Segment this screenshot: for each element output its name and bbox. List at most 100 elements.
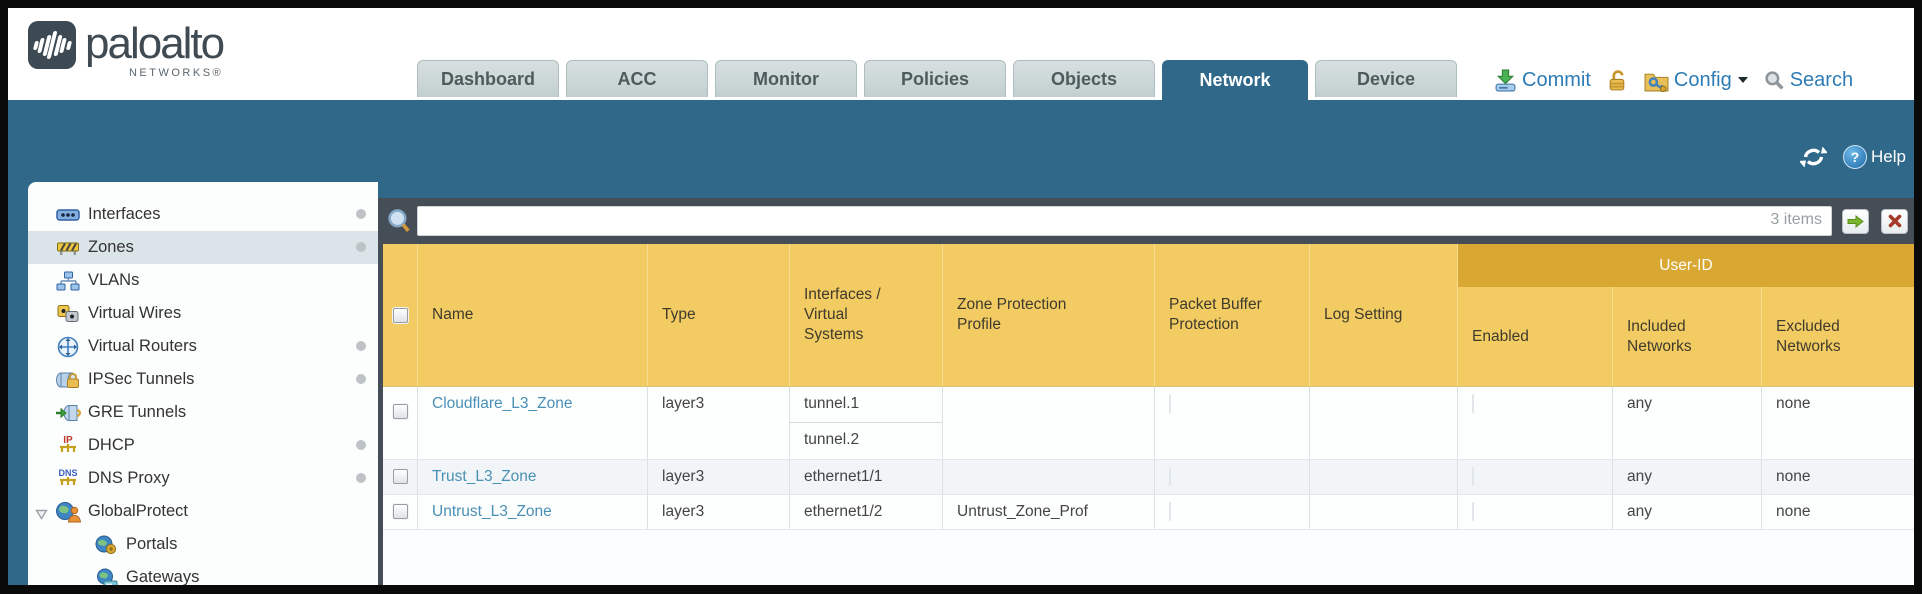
user-id-group-header: User-ID (1458, 244, 1914, 287)
column-header-packet-buffer-protection[interactable]: Packet Buffer Protection (1155, 244, 1310, 386)
paloalto-logo-text: paloalto NETWORKS® (85, 21, 225, 80)
table-row: Trust_L3_Zone layer3 ethernet1/1 any non… (383, 460, 1914, 495)
excluded-networks-cell: none (1776, 395, 1811, 412)
sidebar-item-portals[interactable]: Portals (28, 528, 378, 561)
select-all-checkbox[interactable] (392, 307, 408, 323)
tab-dashboard[interactable]: Dashboard (417, 60, 559, 97)
config-button[interactable]: Config (1673, 68, 1732, 91)
sidebar-item-label: Zones (88, 238, 134, 256)
virtual-wires-icon (54, 304, 82, 324)
content-frame: ? Help paloalto NETWORKS® Dashboard ACC … (8, 8, 1914, 585)
sidebar-item-dhcp[interactable]: IP DHCP (28, 429, 378, 462)
commit-button[interactable]: Commit (1522, 68, 1591, 91)
zone-name-link[interactable]: Cloudflare_L3_Zone (432, 395, 573, 412)
change-indicator-dot (356, 242, 366, 252)
item-count: 3 items (1770, 211, 1822, 228)
table-row: Untrust_L3_Zone layer3 ethernet1/2 Untru… (383, 495, 1914, 530)
lock-icon[interactable] (1607, 69, 1628, 92)
tab-label: Objects (1050, 68, 1118, 89)
sidebar-item-ipsec-tunnels[interactable]: IPSec Tunnels (28, 363, 378, 396)
main-tabs: Dashboard ACC Monitor Policies Objects N… (417, 60, 1457, 100)
sidebar-item-label: Virtual Wires (88, 304, 182, 322)
network-sidebar: Interfaces Zones VLANs Virtual Wires (28, 182, 378, 585)
sidebar-item-virtual-routers[interactable]: Virtual Routers (28, 330, 378, 363)
help-label[interactable]: Help (1871, 147, 1906, 166)
config-icon (1644, 69, 1669, 92)
sidebar-item-label: GRE Tunnels (88, 403, 187, 421)
column-header-type[interactable]: Type (648, 244, 790, 386)
sidebar-item-label: DHCP (88, 436, 135, 454)
zone-name-cell: Trust_L3_Zone (418, 460, 648, 494)
refresh-icon[interactable] (1800, 145, 1828, 169)
tab-label: Dashboard (440, 68, 536, 89)
sidebar-item-gre-tunnels[interactable]: GRE Tunnels (28, 396, 378, 429)
sidebar-item-label: Gateways (126, 568, 200, 585)
change-indicator-dot (356, 209, 366, 219)
row-checkbox[interactable] (392, 469, 408, 484)
tab-label: Monitor (753, 68, 819, 89)
search-icon (1764, 70, 1785, 91)
tab-monitor[interactable]: Monitor (715, 60, 857, 97)
clear-filter-button[interactable] (1881, 208, 1908, 234)
tab-label: Device (1356, 68, 1416, 89)
zone-type-cell: layer3 (648, 460, 790, 494)
paloalto-logo-icon (28, 21, 76, 69)
zone-interfaces-cell: ethernet1/1 (790, 460, 943, 494)
zone-type-cell: layer3 (648, 387, 790, 459)
change-indicator-dot (356, 341, 366, 351)
column-header-enabled[interactable]: Enabled (1458, 287, 1613, 386)
column-header-log-setting[interactable]: Log Setting (1310, 244, 1458, 386)
column-header-excluded-networks[interactable]: Excluded Networks (1776, 317, 1841, 355)
globalprotect-icon (54, 501, 82, 523)
help-icon[interactable]: ? (1843, 145, 1868, 169)
zone-name-link[interactable]: Untrust_L3_Zone (432, 503, 552, 520)
svg-text:IP: IP (63, 435, 73, 446)
band-tools: ? Help (1800, 145, 1906, 169)
chevron-down-icon[interactable] (1737, 77, 1748, 83)
row-checkbox[interactable] (392, 404, 408, 419)
sidebar-item-label: Portals (126, 535, 178, 553)
vlans-icon (54, 271, 82, 291)
excluded-networks-cell: none (1776, 503, 1811, 520)
user-id-enabled-cell (1458, 460, 1613, 494)
sidebar-item-globalprotect[interactable]: GlobalProtect (28, 495, 378, 528)
column-header-interfaces[interactable]: Interfaces / Virtual Systems (790, 244, 943, 386)
expander-triangle-icon[interactable] (35, 506, 48, 525)
commit-icon (1494, 69, 1517, 92)
zone-name-cell: Untrust_L3_Zone (418, 495, 648, 529)
log-setting-cell (1310, 387, 1458, 459)
zone-name-link[interactable]: Trust_L3_Zone (432, 468, 537, 485)
dns-proxy-icon: DNS (54, 467, 82, 490)
row-checkbox[interactable] (392, 504, 408, 519)
packet-buffer-checkbox (1169, 467, 1171, 486)
zones-icon (54, 239, 82, 257)
tab-network[interactable]: Network (1162, 60, 1308, 100)
zone-interfaces-cell: ethernet1/2 (790, 495, 943, 529)
filter-input[interactable] (417, 206, 1832, 236)
sidebar-item-gateways[interactable]: Gateways (28, 561, 378, 585)
tab-policies[interactable]: Policies (864, 60, 1006, 97)
sidebar-item-dns-proxy[interactable]: DNS DNS Proxy (28, 462, 378, 495)
tab-objects[interactable]: Objects (1013, 60, 1155, 97)
column-header-name[interactable]: Name (418, 244, 648, 386)
search-button[interactable]: Search (1789, 68, 1854, 91)
sidebar-item-label: VLANs (88, 271, 140, 289)
tab-label: Policies (900, 68, 970, 89)
zone-protection-profile-cell (943, 387, 1155, 459)
tab-device[interactable]: Device (1315, 60, 1457, 97)
user-id-column-group: User-ID Enabled Included Networks Exclud… (1458, 244, 1914, 386)
column-header-zone-protection-profile[interactable]: Zone Protection Profile (943, 244, 1155, 386)
tab-acc[interactable]: ACC (566, 60, 708, 97)
user-id-enabled-cell (1458, 387, 1613, 459)
sidebar-item-label: DNS Proxy (88, 469, 170, 487)
sidebar-item-virtual-wires[interactable]: Virtual Wires (28, 297, 378, 330)
packet-buffer-checkbox (1169, 394, 1171, 413)
zone-protection-profile-cell (943, 460, 1155, 494)
apply-filter-button[interactable] (1842, 208, 1869, 234)
sidebar-item-interfaces[interactable]: Interfaces (28, 198, 378, 231)
zone-type-cell: layer3 (648, 495, 790, 529)
sidebar-item-zones[interactable]: Zones (28, 231, 378, 264)
column-header-included-networks[interactable]: Included Networks (1613, 287, 1762, 386)
sidebar-item-vlans[interactable]: VLANs (28, 264, 378, 297)
